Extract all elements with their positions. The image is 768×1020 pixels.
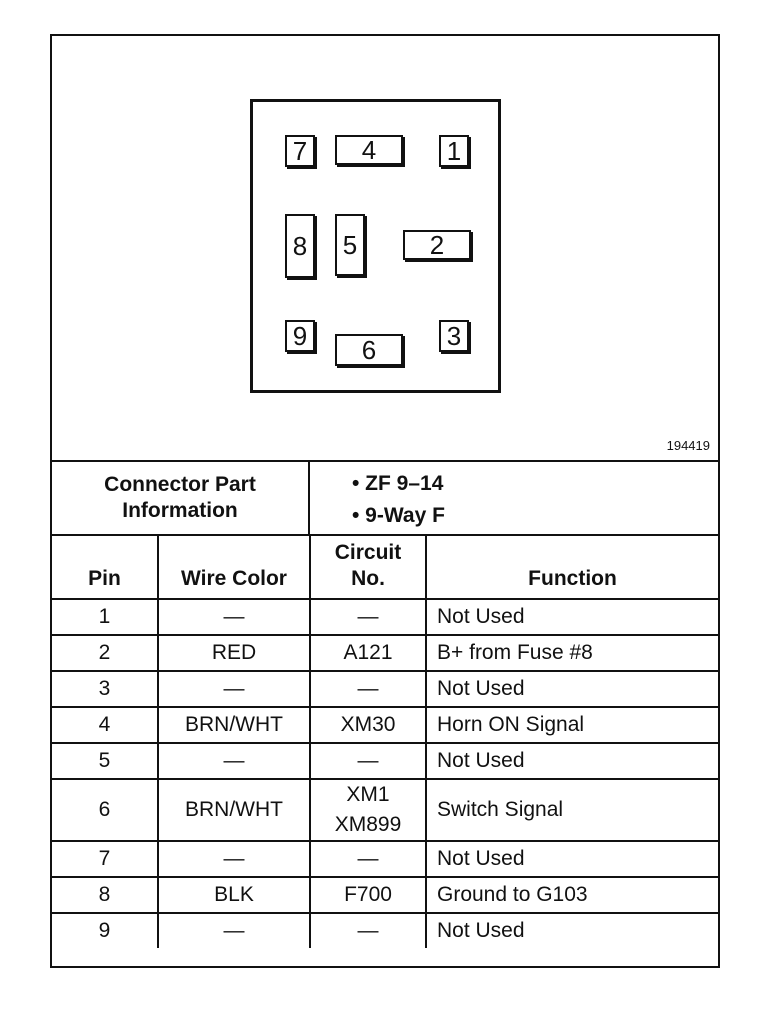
- cell-wire-color: —: [157, 912, 311, 948]
- cell-wire-color: BRN/WHT: [157, 778, 311, 842]
- table-row: 6 BRN/WHT XM1 XM899 Switch Signal: [52, 778, 718, 842]
- connector-part-info: Connector Part Information • ZF 9–14 • 9…: [52, 460, 718, 534]
- cell-pin: 1: [52, 598, 159, 636]
- pin-3-cavity: 3: [439, 320, 469, 352]
- pin-table: Pin Wire Color Circuit No. Function 1 — …: [52, 534, 718, 948]
- connector-face: 7 4 1 8 5 2 9 6 3: [250, 99, 501, 393]
- cell-function: Switch Signal: [425, 778, 718, 842]
- cell-circuit: XM30: [309, 706, 427, 744]
- cell-wire-color: —: [157, 742, 311, 780]
- table-row: 3 — — Not Used: [52, 670, 718, 708]
- cell-pin: 6: [52, 778, 159, 842]
- cell-pin: 8: [52, 876, 159, 914]
- cell-wire-color: —: [157, 598, 311, 636]
- cell-wire-color: BLK: [157, 876, 311, 914]
- cell-wire-color: RED: [157, 634, 311, 672]
- table-row: 9 — — Not Used: [52, 912, 718, 948]
- table-row: 8 BLK F700 Ground to G103: [52, 876, 718, 914]
- cell-function: Not Used: [425, 742, 718, 780]
- pin-9-cavity: 9: [285, 320, 315, 352]
- cell-circuit: —: [309, 840, 427, 878]
- part-info-item: • ZF 9–14: [352, 472, 444, 495]
- pin-4-cavity: 4: [335, 135, 403, 165]
- cell-circuit: A121: [309, 634, 427, 672]
- header-pin: Pin: [52, 534, 159, 600]
- header-circuit-line1: Circuit: [334, 541, 402, 564]
- table-row: 2 RED A121 B+ from Fuse #8: [52, 634, 718, 672]
- header-function: Function: [425, 534, 718, 600]
- cell-pin: 2: [52, 634, 159, 672]
- pin-1-cavity: 1: [439, 135, 469, 167]
- cell-circuit: —: [309, 742, 427, 780]
- cell-function: B+ from Fuse #8: [425, 634, 718, 672]
- pin-7-cavity: 7: [285, 135, 315, 167]
- cell-circuit-line1: XM1: [346, 783, 390, 806]
- cell-circuit: —: [309, 598, 427, 636]
- figure-id: 194419: [666, 438, 710, 453]
- cell-function: Not Used: [425, 670, 718, 708]
- part-info-item: • 9-Way F: [352, 504, 445, 527]
- table-row: 5 — — Not Used: [52, 742, 718, 780]
- cell-wire-color: —: [157, 840, 311, 878]
- cell-circuit: F700: [309, 876, 427, 914]
- cell-circuit: XM1 XM899: [309, 778, 427, 842]
- cell-pin: 7: [52, 840, 159, 878]
- cell-pin: 5: [52, 742, 159, 780]
- header-circuit-line2: No.: [351, 567, 385, 590]
- cell-pin: 9: [52, 912, 159, 948]
- table-row: 7 — — Not Used: [52, 840, 718, 878]
- cell-pin: 3: [52, 670, 159, 708]
- cell-function: Horn ON Signal: [425, 706, 718, 744]
- table-header-row: Pin Wire Color Circuit No. Function: [52, 534, 718, 600]
- cell-function: Not Used: [425, 912, 718, 948]
- cell-function: Not Used: [425, 598, 718, 636]
- part-info-label-line1: Connector Part: [104, 473, 256, 496]
- cell-circuit: —: [309, 912, 427, 948]
- part-info-list: • ZF 9–14 • 9-Way F: [352, 468, 445, 532]
- pin-2-cavity: 2: [403, 230, 471, 260]
- cell-circuit: —: [309, 670, 427, 708]
- cell-wire-color: —: [157, 670, 311, 708]
- header-wire-color: Wire Color: [157, 534, 311, 600]
- table-row: 4 BRN/WHT XM30 Horn ON Signal: [52, 706, 718, 744]
- connector-document: 7 4 1 8 5 2 9 6 3 194419 Connector Part …: [50, 34, 720, 968]
- cell-pin: 4: [52, 706, 159, 744]
- cell-function: Ground to G103: [425, 876, 718, 914]
- connector-diagram: 7 4 1 8 5 2 9 6 3 194419: [52, 36, 718, 460]
- pin-5-cavity: 5: [335, 214, 365, 276]
- pin-8-cavity: 8: [285, 214, 315, 278]
- cell-function: Not Used: [425, 840, 718, 878]
- part-info-label-line2: Information: [122, 499, 238, 522]
- cell-wire-color: BRN/WHT: [157, 706, 311, 744]
- header-circuit-no: Circuit No.: [309, 534, 427, 600]
- table-row: 1 — — Not Used: [52, 598, 718, 636]
- part-info-label: Connector Part Information: [52, 462, 310, 534]
- pin-6-cavity: 6: [335, 334, 403, 366]
- cell-circuit-line2: XM899: [334, 813, 402, 836]
